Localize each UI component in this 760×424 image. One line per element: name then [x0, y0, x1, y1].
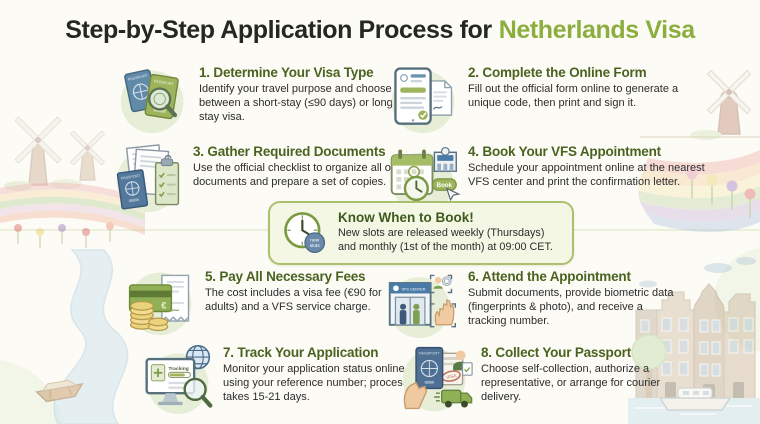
- courier-truck-icon: [434, 389, 473, 408]
- windmill-icon: [4, 116, 106, 191]
- step-1: PASSPORT PASSPORT 1. Determine Your Visa…: [116, 60, 399, 136]
- tracking-label: Tracking: [169, 366, 189, 372]
- callout-title: Know When to Book!: [338, 209, 474, 225]
- new-slots-badge: new: [310, 238, 319, 243]
- corner-blob: [0, 360, 62, 424]
- step-description: Fill out the official form online to gen…: [468, 83, 679, 109]
- tulip-field: [0, 182, 145, 248]
- passport-label: PASSPORT: [153, 79, 174, 86]
- step-6: VFS CENTER 6. Attend the Appointment Sub…: [385, 264, 684, 340]
- title-highlight: Netherlands Visa: [498, 16, 695, 44]
- step-description: Identify your travel purpose and choose …: [199, 83, 397, 123]
- corner-blob: [714, 248, 760, 352]
- step-title: 2. Complete the Online Form: [468, 65, 647, 80]
- passports-magnifier-icon: PASSPORT PASSPORT: [120, 69, 184, 134]
- tulip-field: [638, 150, 760, 233]
- step-8: VISA PASSPORT 8. Collect Your Passport C…: [398, 340, 663, 416]
- canal-boat-icon: [658, 387, 732, 411]
- callout-description: New slots are released weekly (Thursdays…: [338, 226, 553, 253]
- step-description: Choose self-collection, authorize a repr…: [481, 363, 661, 403]
- passport-label: PASSPORT: [128, 73, 149, 81]
- step-title: 1. Determine Your Visa Type: [199, 65, 374, 80]
- step-title: 3. Gather Required Documents: [193, 144, 386, 159]
- tracking-monitor-icon: Tracking: [145, 344, 213, 415]
- step-7: Tracking 7. Track Your Application Monit…: [140, 340, 423, 416]
- step-title: 6. Attend the Appointment: [468, 269, 631, 284]
- rowboat-icon: [35, 379, 84, 403]
- step-description: Use the official checklist to organize a…: [193, 162, 421, 188]
- know-when-to-book-callout: new slots Know When to Book! New slots a…: [268, 201, 574, 265]
- calendar-booking-icon: Book: [390, 146, 461, 214]
- payment-fees-icon: €: [128, 272, 192, 336]
- visa-stamp-label: VISA: [446, 373, 458, 380]
- river: [35, 249, 129, 424]
- step-description: Submit documents, provide biometric data…: [468, 287, 674, 327]
- new-slots-badge: slots: [310, 243, 321, 249]
- step-description: Monitor your application status online u…: [223, 363, 423, 403]
- vfs-center-biometric-icon: VFS CENTER: [388, 274, 457, 339]
- vfs-center-label: VFS CENTER: [401, 287, 425, 291]
- documents-checklist-icon: PASSPORT: [116, 144, 180, 213]
- step-title: 7. Track Your Application: [223, 345, 379, 360]
- passport-collection-icon: VISA PASSPORT: [402, 346, 473, 412]
- step-title: 8. Collect Your Passport: [481, 345, 631, 360]
- step-description: Schedule your appointment online at the …: [468, 162, 705, 188]
- step-4: Book 4. Book Your VFS Appointment Schedu…: [385, 139, 716, 215]
- step-3: PASSPORT 3. Gather Required Documents Us…: [110, 139, 445, 215]
- online-form-icon: [391, 67, 455, 134]
- step-title: 5. Pay All Necessary Fees: [205, 269, 366, 284]
- windmill-icon: [690, 69, 752, 140]
- step-5: € 5. Pay All Necessary Fees The cost inc…: [122, 264, 403, 340]
- clock-new-slots-icon: new slots: [284, 212, 326, 254]
- book-button-label: Book: [437, 182, 453, 189]
- passport-label: PASSPORT: [121, 174, 141, 181]
- passport-label: PASSPORT: [419, 352, 440, 356]
- canal-houses: [628, 257, 760, 424]
- euro-symbol: €: [161, 301, 167, 312]
- step-title: 4. Book Your VFS Appointment: [468, 144, 661, 159]
- step-description: The cost includes a visa fee (€90 for ad…: [205, 287, 382, 313]
- title-main: Step-by-Step Application Process for: [65, 16, 492, 44]
- step-2: 2. Complete the Online Form Fill out the…: [385, 60, 684, 136]
